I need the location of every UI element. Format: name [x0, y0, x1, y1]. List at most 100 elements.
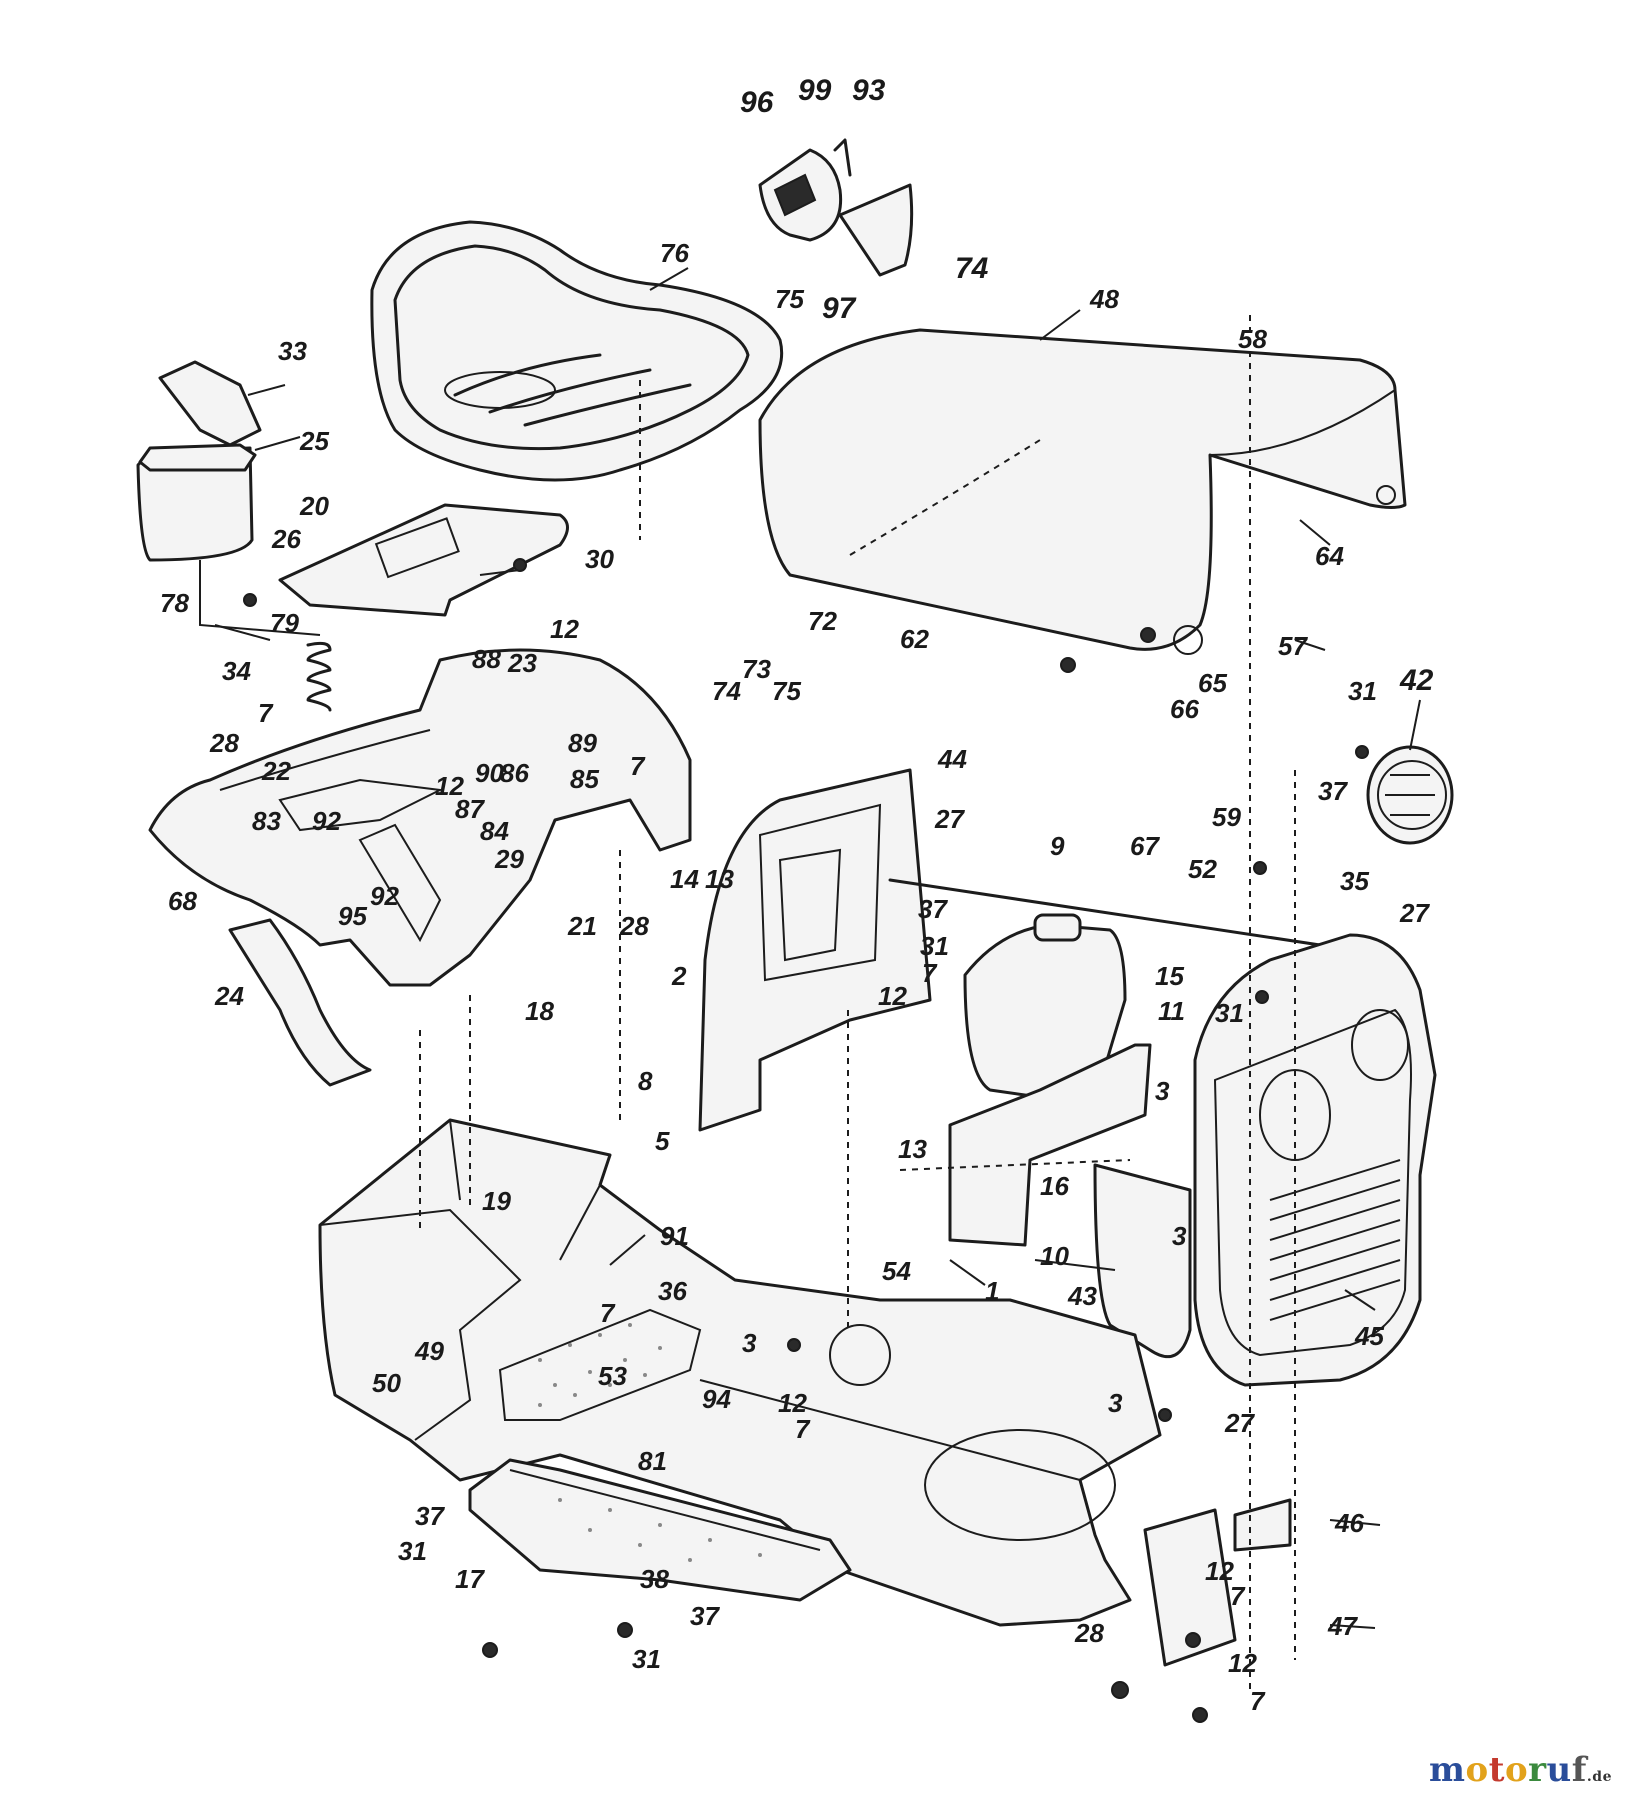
part-label: 37	[1318, 776, 1348, 806]
part-label: 13	[898, 1134, 927, 1164]
part-label: 94	[702, 1384, 731, 1414]
part-label: 7	[258, 698, 274, 728]
part-label: 52	[1188, 854, 1217, 884]
part-label: 16	[1040, 1171, 1069, 1201]
part-label: 92	[370, 881, 399, 911]
part-label: 86	[500, 758, 529, 788]
part-label: 3	[1155, 1076, 1170, 1106]
battery	[136, 360, 262, 562]
part-label: 95	[338, 901, 367, 931]
part-label: 9	[1050, 831, 1065, 861]
part-label: 91	[660, 1221, 689, 1251]
part-label: 13	[705, 864, 734, 894]
fuel-tank	[948, 913, 1152, 1247]
part-label: 15	[1155, 961, 1184, 991]
part-label: 7	[1250, 1686, 1266, 1716]
part-label: 7	[922, 958, 938, 988]
spring	[306, 641, 332, 712]
part-label: 28	[619, 911, 649, 941]
part-label: 20	[299, 491, 329, 521]
part-label: 27	[1399, 898, 1430, 928]
part-label: 21	[567, 911, 597, 941]
part-label: 45	[1354, 1321, 1384, 1351]
part-label: 65	[1198, 668, 1227, 698]
grille	[1193, 933, 1437, 1387]
part-label: 2	[671, 961, 687, 991]
part-label: 31	[920, 931, 949, 961]
part-label: 81	[638, 1446, 667, 1476]
part-label: 11	[1158, 996, 1185, 1026]
part-label: 29	[494, 844, 524, 874]
part-label: 12	[1228, 1648, 1257, 1678]
part-label: 7	[795, 1414, 811, 1444]
part-label: 74	[712, 676, 741, 706]
part-label: 37	[918, 894, 948, 924]
part-label: 67	[1130, 831, 1160, 861]
part-label: 26	[271, 524, 301, 554]
headlight	[1366, 745, 1454, 845]
part-label: 43	[1067, 1281, 1097, 1311]
part-label: 92	[312, 806, 341, 836]
part-label: 31	[1215, 998, 1244, 1028]
part-label: 7	[600, 1298, 616, 1328]
part-label: 5	[655, 1126, 670, 1156]
part-label: 89	[568, 728, 597, 758]
part-label: 34	[222, 656, 251, 686]
part-label: 38	[640, 1564, 669, 1594]
hood	[758, 328, 1407, 655]
part-label: 87	[455, 794, 485, 824]
part-label: 58	[1238, 324, 1267, 354]
part-label: 47	[1327, 1611, 1358, 1641]
part-label: 7	[1230, 1581, 1246, 1611]
part-label: 1	[985, 1276, 999, 1306]
part-label: 97	[822, 292, 857, 325]
part-label: 23	[507, 648, 537, 678]
part-label: 28	[209, 728, 239, 758]
mat-texture	[538, 1323, 762, 1562]
part-label: 10	[1040, 1241, 1069, 1271]
part-label: 7	[630, 751, 646, 781]
part-label: 59	[1212, 802, 1241, 832]
part-label: 31	[632, 1644, 661, 1674]
part-label: 88	[472, 644, 501, 674]
part-label: 83	[252, 806, 281, 836]
parts-drawing	[136, 138, 1454, 1723]
part-number-labels: 96 99 93 74 75 97 76 48 58 33 25 20 64 2…	[160, 74, 1434, 1716]
part-label: 75	[775, 284, 804, 314]
part-label: 35	[1340, 866, 1369, 896]
part-label: 37	[415, 1501, 445, 1531]
part-label: 85	[570, 764, 599, 794]
part-label: 46	[1334, 1508, 1364, 1538]
part-label: 96	[740, 86, 774, 119]
part-label: 49	[414, 1336, 444, 1366]
part-label: 62	[900, 624, 929, 654]
part-label: 36	[658, 1276, 687, 1306]
part-label: 18	[525, 996, 554, 1026]
part-label: 12	[435, 771, 464, 801]
part-label: 54	[882, 1256, 911, 1286]
part-label: 74	[955, 252, 989, 285]
part-label: 8	[638, 1066, 653, 1096]
part-label: 12	[550, 614, 579, 644]
part-label: 93	[852, 74, 886, 107]
footrest	[468, 1458, 852, 1602]
part-label: 68	[168, 886, 197, 916]
part-label: 3	[1108, 1388, 1123, 1418]
part-label: 24	[214, 981, 244, 1011]
part-label: 64	[1315, 541, 1344, 571]
part-label: 42	[1399, 664, 1434, 697]
hardware	[243, 558, 1369, 1723]
part-label: 99	[798, 74, 832, 107]
part-label: 12	[878, 981, 907, 1011]
fender-deck	[148, 648, 692, 987]
part-label: 30	[585, 544, 614, 574]
part-label: 75	[772, 676, 801, 706]
seat-switch	[758, 138, 914, 277]
part-label: 90	[475, 758, 504, 788]
part-label: 19	[482, 1186, 511, 1216]
part-label: 79	[270, 608, 299, 638]
part-label: 25	[299, 426, 329, 456]
part-label: 22	[261, 756, 291, 786]
part-label: 3	[742, 1328, 757, 1358]
